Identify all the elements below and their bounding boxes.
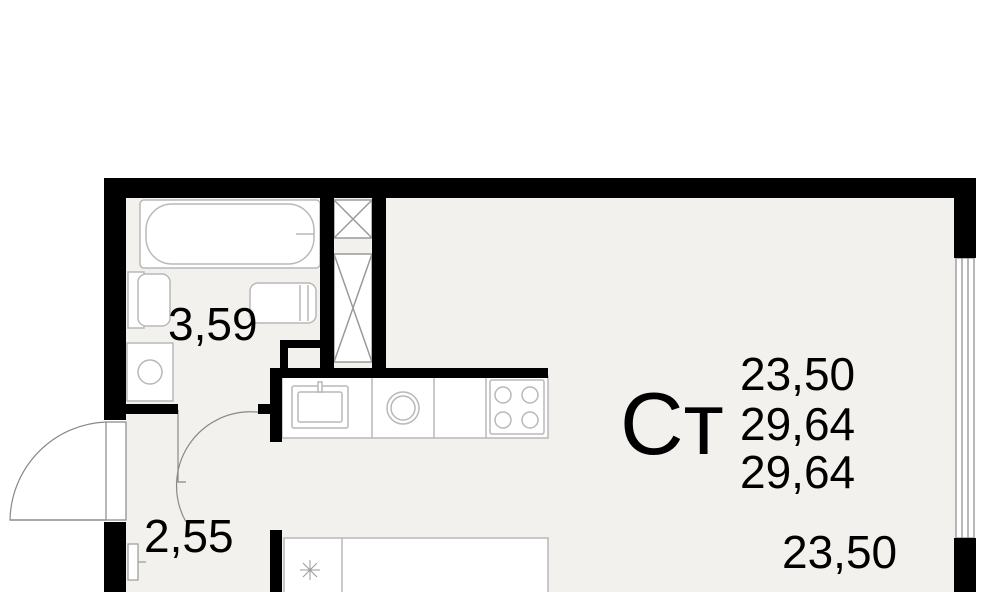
toilet <box>127 271 171 329</box>
cooktop <box>489 379 545 435</box>
dishwasher <box>386 391 420 425</box>
apartment-type-label: Ст <box>620 374 724 473</box>
apartment-total-area: 29,64 <box>740 398 855 450</box>
apartment-total-area-with-balcony: 29,64 <box>740 446 855 498</box>
apartment-living-area: 23,50 <box>740 348 855 400</box>
washing-machine-bath <box>126 342 174 402</box>
hall-wardrobe <box>283 537 549 592</box>
electric-panel <box>127 543 146 581</box>
room-area-label: 23,50 <box>782 526 897 578</box>
walls <box>104 178 976 592</box>
entrance-door <box>9 421 127 521</box>
bathroom-cabinet <box>249 282 317 324</box>
bathtub <box>139 199 321 269</box>
bathroom-area-label: 3,59 <box>168 298 258 350</box>
hall-area-label: 2,55 <box>144 510 234 562</box>
window-right <box>955 257 975 539</box>
ventilation-shafts <box>333 199 373 363</box>
sink <box>291 381 349 429</box>
